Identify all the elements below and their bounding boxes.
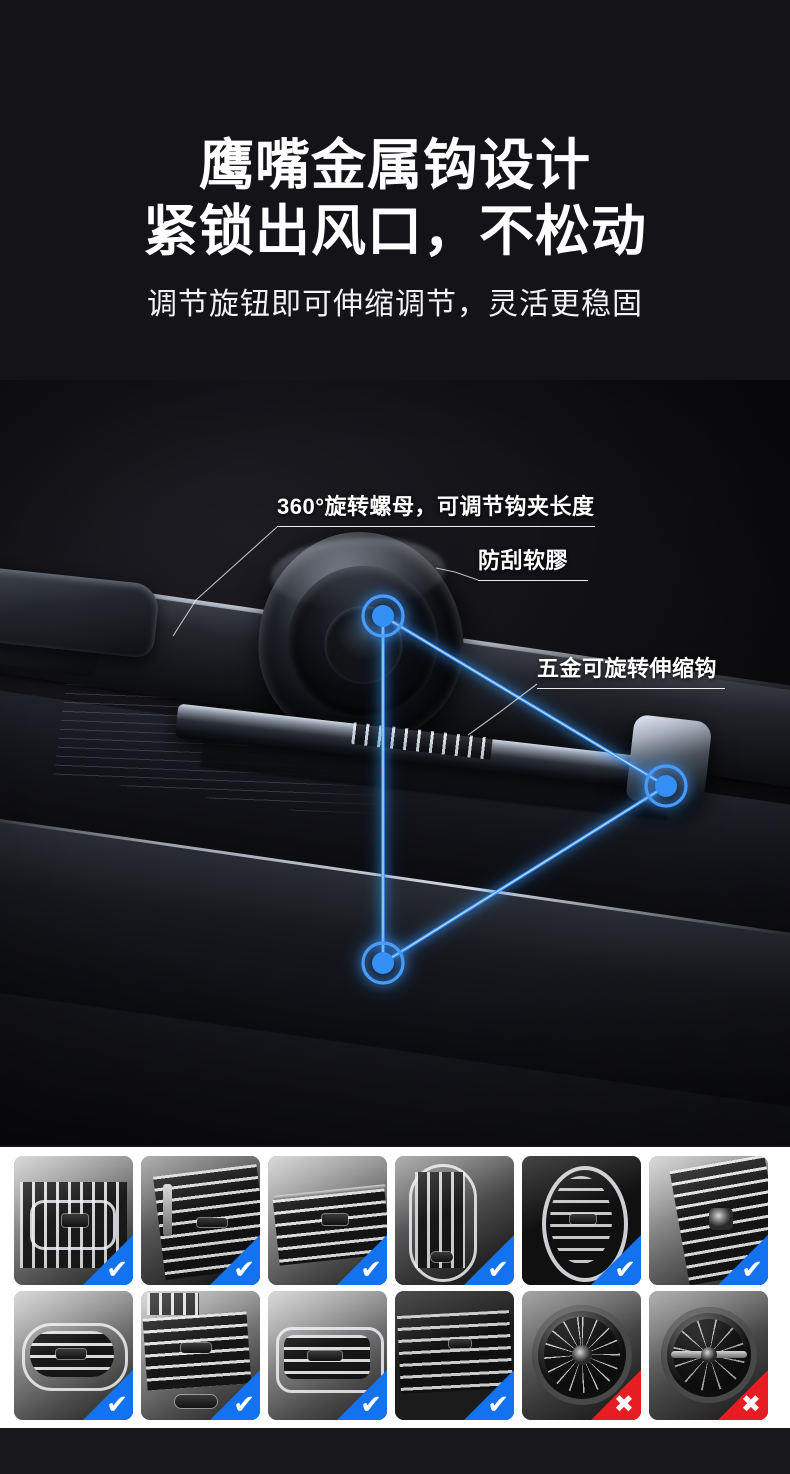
check-icon: ✔ xyxy=(741,1255,763,1285)
headline-line-2: 紧锁出风口，不松动 xyxy=(142,200,647,262)
compatibility-grid: ✔ ✔ xyxy=(14,1156,776,1420)
vent-photo-12 xyxy=(649,1291,768,1420)
vent-cell-10[interactable]: ✔ xyxy=(395,1291,514,1420)
vent-cell-9[interactable]: ✔ xyxy=(268,1291,387,1420)
badge-incompatible-12: ✖ xyxy=(712,1364,768,1420)
headline-subtitle: 调节旋钮即可伸缩调节，灵活更稳固 xyxy=(147,288,643,321)
callout-rotating-nut-rule xyxy=(277,526,595,527)
vent-cell-3[interactable]: ✔ xyxy=(268,1156,387,1285)
check-icon: ✔ xyxy=(106,1255,128,1285)
vent-photo-5 xyxy=(522,1156,641,1285)
vent-photo-7 xyxy=(14,1291,133,1420)
vent-cell-8[interactable]: ✔ xyxy=(141,1291,260,1420)
cross-icon: ✖ xyxy=(740,1390,761,1418)
badge-compatible-1: ✔ xyxy=(77,1229,133,1285)
vent-cell-11[interactable]: ✖ xyxy=(522,1291,641,1420)
vent-cell-6[interactable]: ✔ xyxy=(649,1156,768,1285)
footer-strip xyxy=(0,1428,790,1474)
vent-cell-1[interactable]: ✔ xyxy=(14,1156,133,1285)
callout-anti-scratch-rubber: 防刮软膠 xyxy=(478,548,588,581)
callout-rotating-nut: 360°旋转螺母，可调节钩夹长度 xyxy=(277,494,595,527)
badge-compatible-3: ✔ xyxy=(331,1229,387,1285)
callout-anti-scratch-rubber-label: 防刮软膠 xyxy=(478,548,569,573)
check-icon: ✔ xyxy=(487,1390,509,1420)
headline-block: 鹰嘴金属钩设计 紧锁出风口，不松动 调节旋钮即可伸缩调节，灵活更稳固 xyxy=(0,132,790,324)
vent-photo-1 xyxy=(14,1156,133,1285)
callout-retractable-hook-label: 五金可旋转伸缩钩 xyxy=(537,656,718,681)
badge-compatible-2: ✔ xyxy=(204,1229,260,1285)
check-icon: ✔ xyxy=(487,1255,509,1285)
check-icon: ✔ xyxy=(360,1255,382,1285)
badge-compatible-10: ✔ xyxy=(458,1364,514,1420)
vent-photo-4 xyxy=(395,1156,514,1285)
check-icon: ✔ xyxy=(106,1390,128,1420)
badge-compatible-6: ✔ xyxy=(712,1229,768,1285)
check-icon: ✔ xyxy=(233,1255,255,1285)
vent-cell-7[interactable]: ✔ xyxy=(14,1291,133,1420)
check-icon: ✔ xyxy=(233,1390,255,1420)
headline-line-1: 鹰嘴金属钩设计 xyxy=(198,134,591,196)
badge-compatible-8: ✔ xyxy=(204,1364,260,1420)
vent-cell-12[interactable]: ✖ xyxy=(649,1291,768,1420)
vent-cell-5[interactable]: ✔ xyxy=(522,1156,641,1285)
vent-cell-2[interactable]: ✔ xyxy=(141,1156,260,1285)
compatibility-grid-section: ✔ ✔ xyxy=(0,1147,790,1428)
badge-compatible-7: ✔ xyxy=(77,1364,133,1420)
callout-rotating-nut-label: 360°旋转螺母，可调节钩夹长度 xyxy=(277,494,595,519)
badge-incompatible-11: ✖ xyxy=(585,1364,641,1420)
badge-compatible-9: ✔ xyxy=(331,1364,387,1420)
badge-compatible-5: ✔ xyxy=(585,1229,641,1285)
metal-hook-tip xyxy=(625,713,713,809)
cross-icon: ✖ xyxy=(613,1390,634,1418)
vent-cell-4[interactable]: ✔ xyxy=(395,1156,514,1285)
callout-retractable-hook: 五金可旋转伸缩钩 xyxy=(537,656,725,689)
check-icon: ✔ xyxy=(614,1255,636,1285)
badge-compatible-4: ✔ xyxy=(458,1229,514,1285)
callout-retractable-hook-rule xyxy=(537,688,725,689)
callout-anti-scratch-rubber-rule xyxy=(478,580,588,581)
check-icon: ✔ xyxy=(360,1390,382,1420)
